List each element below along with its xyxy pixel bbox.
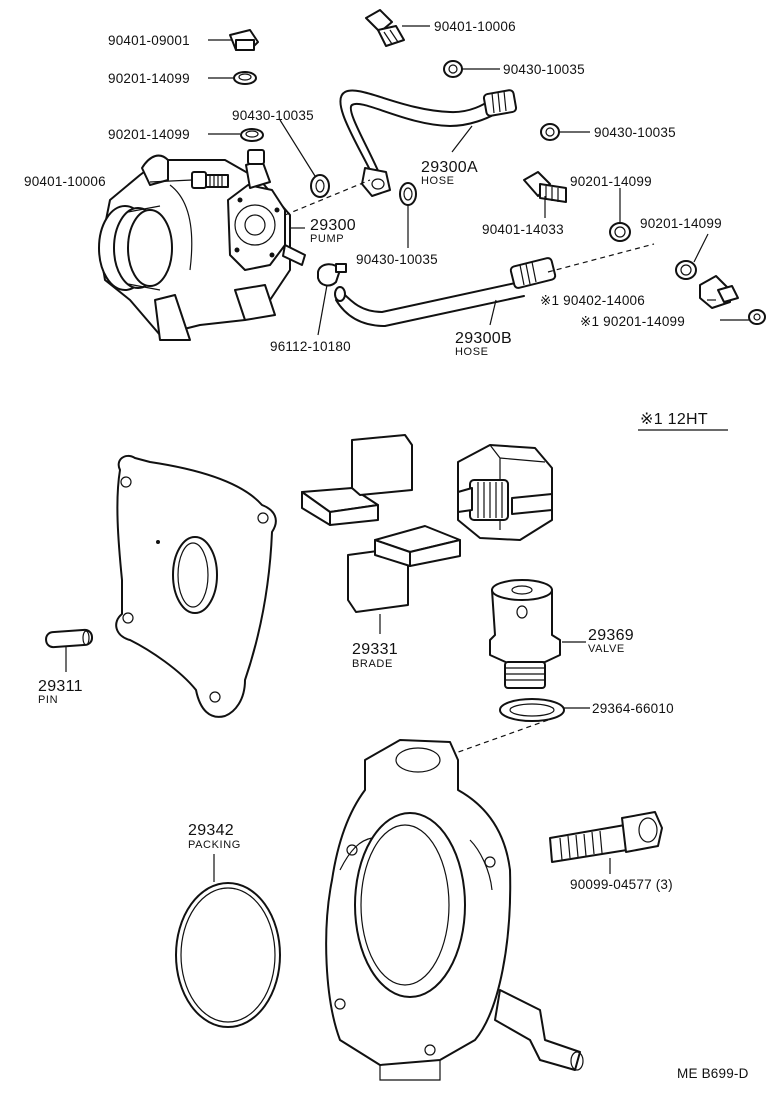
o-ring-packing-drawing: [175, 854, 281, 1028]
callout-90402-14006: ※1 90402-14006: [540, 293, 645, 308]
pin-drawing: [45, 628, 94, 672]
screw-drawing: [549, 811, 663, 874]
callout-90430-10035-a: 90430-10035: [232, 108, 314, 123]
valve-drawing: [489, 579, 586, 689]
callout-90201-14099-b: 90201-14099: [108, 127, 190, 142]
part-number-29300b: 29300B: [455, 330, 512, 347]
part-name-pin: PIN: [38, 694, 58, 706]
part-name-brade: BRADE: [352, 658, 393, 670]
callout-90430-10035-b: 90430-10035: [503, 62, 585, 77]
part-name-packing: PACKING: [188, 839, 241, 851]
valve-gasket-drawing: [449, 698, 590, 756]
callout-90401-09001: 90401-09001: [108, 33, 190, 48]
callout-29364-66010: 29364-66010: [592, 701, 674, 716]
rotor-drawing: [457, 444, 553, 541]
part-name-pump: PUMP: [310, 233, 344, 245]
callout-90401-14033: 90401-14033: [482, 222, 564, 237]
upper-leader-lines: [149, 25, 749, 336]
callout-90430-10035-d: 90430-10035: [356, 252, 438, 267]
figure-code: ME B699-D: [677, 1066, 749, 1081]
clamp-96112-10180-drawing: [317, 263, 347, 287]
part-number-29300a: 29300A: [421, 159, 478, 176]
part-number-29342: 29342: [188, 822, 234, 839]
hose-29300a-drawing: [339, 89, 518, 197]
note-text: ※1 12HT: [640, 411, 708, 428]
callout-90201-14099-e: ※1 90201-14099: [580, 314, 685, 329]
bolt-90401-14033-drawing: [523, 171, 567, 203]
part-number-29331: 29331: [352, 641, 398, 658]
part-number-29369: 29369: [588, 627, 634, 644]
union-90402-14006-drawing: [699, 275, 739, 309]
blade-drawings: [301, 434, 461, 634]
part-number-29311: 29311: [38, 678, 83, 695]
callout-90430-10035-c: 90430-10035: [594, 125, 676, 140]
part-name-valve: VALVE: [588, 643, 625, 655]
pump-drawing: [227, 149, 306, 271]
bolt-90401-09001-drawing: [229, 29, 259, 51]
gasket-drawings: [233, 60, 766, 325]
part-name-hose-a: HOSE: [421, 175, 455, 187]
note-12ht: ※1 12HT: [638, 411, 728, 431]
callout-90099-04577: 90099-04577 (3): [570, 877, 673, 892]
bolt-90401-10006-drawing: [191, 171, 229, 189]
callout-90401-10006-a: 90401-10006: [24, 174, 106, 189]
callout-90201-14099-c: 90201-14099: [570, 174, 652, 189]
plate-drawing: [115, 454, 277, 718]
part-number-29300: 29300: [310, 217, 356, 234]
part-name-hose-b: HOSE: [455, 346, 489, 358]
hose-29300b-drawing: [334, 257, 557, 327]
housing-drawing: [325, 739, 584, 1081]
upper-guide-lines: [284, 179, 655, 273]
callout-90201-14099-d: 90201-14099: [640, 216, 722, 231]
callout-90201-14099-a: 90201-14099: [108, 71, 190, 86]
callout-90401-10006-b: 90401-10006: [434, 19, 516, 34]
callout-96112-10180: 96112-10180: [270, 339, 351, 354]
bolt-top-drawing: [365, 9, 405, 47]
